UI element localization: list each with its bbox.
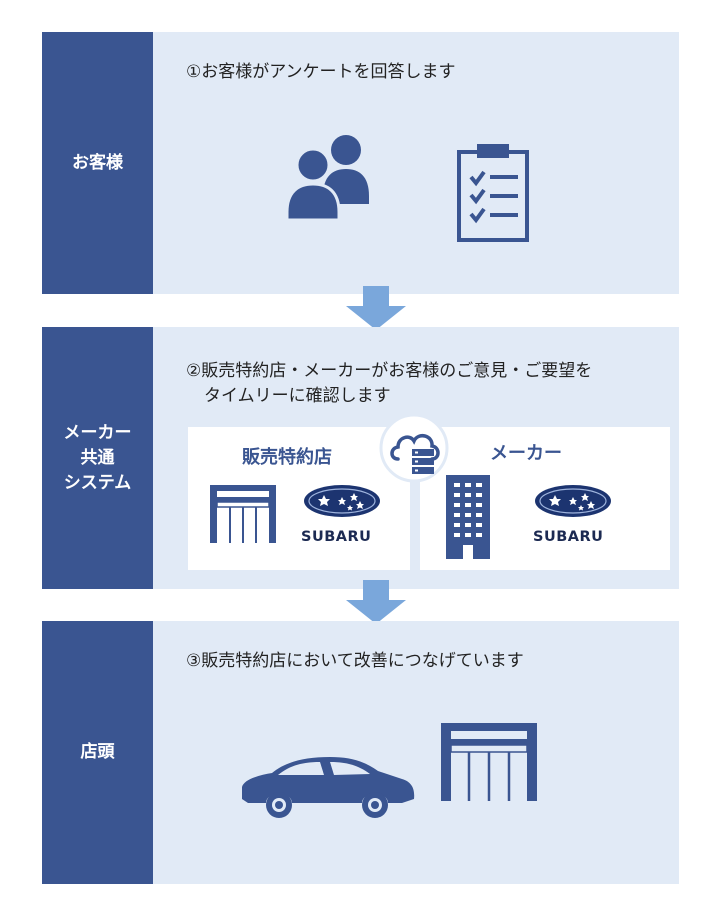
maker-brand-text: SUBARU — [533, 529, 604, 545]
customer-row: お客様 ①お客様がアンケートを回答します — [42, 32, 679, 294]
store-icon — [210, 485, 276, 543]
store-label: 店頭 — [42, 621, 153, 884]
subaru-logo-icon — [304, 485, 380, 517]
checklist-icon — [457, 144, 529, 242]
building-icon — [446, 475, 490, 559]
system-label-line-1: メーカー — [63, 422, 132, 443]
step-2-text-line-2: タイムリーに確認します — [204, 386, 391, 406]
step-2-text-line-1: ②販売特約店・メーカーがお客様のご意見・ご要望を — [186, 361, 593, 381]
system-row: メーカー 共通 システム ②販売特約店・メーカーがお客様のご意見・ご要望を タイ… — [42, 327, 679, 589]
car-icon — [242, 757, 415, 818]
system-panel: ②販売特約店・メーカーがお客様のご意見・ご要望を タイムリーに確認します 販売特… — [153, 327, 679, 589]
maker-card-title: メーカー — [490, 443, 562, 464]
customer-label: お客様 — [42, 32, 153, 294]
customer-label-text: お客様 — [72, 152, 123, 173]
store-label-text: 店頭 — [80, 742, 115, 762]
cloud-server-icon — [379, 413, 449, 483]
dealer-brand-text: SUBARU — [301, 529, 372, 545]
subaru-logo-icon — [535, 485, 611, 517]
step-3-text: ③販売特約店において改善につなげています — [186, 651, 524, 671]
system-label-line-3: システム — [63, 472, 132, 493]
system-label-line-2: 共通 — [80, 447, 115, 468]
people-icon — [285, 135, 369, 222]
system-label: メーカー 共通 システム — [42, 327, 153, 589]
store-row: 店頭 ③販売特約店において改善につなげています — [42, 621, 679, 884]
store-panel: ③販売特約店において改善につなげています — [153, 621, 679, 884]
dealer-card-title: 販売特約店 — [242, 447, 332, 468]
store-icon — [441, 723, 537, 801]
maker-card: メーカー — [420, 427, 670, 570]
dealer-card: 販売特約店 SUBARU — [188, 427, 410, 570]
down-arrow-icon — [346, 580, 406, 624]
down-arrow-icon — [346, 286, 406, 330]
customer-panel: ①お客様がアンケートを回答します — [153, 32, 679, 294]
step-1-text: ①お客様がアンケートを回答します — [186, 62, 456, 82]
